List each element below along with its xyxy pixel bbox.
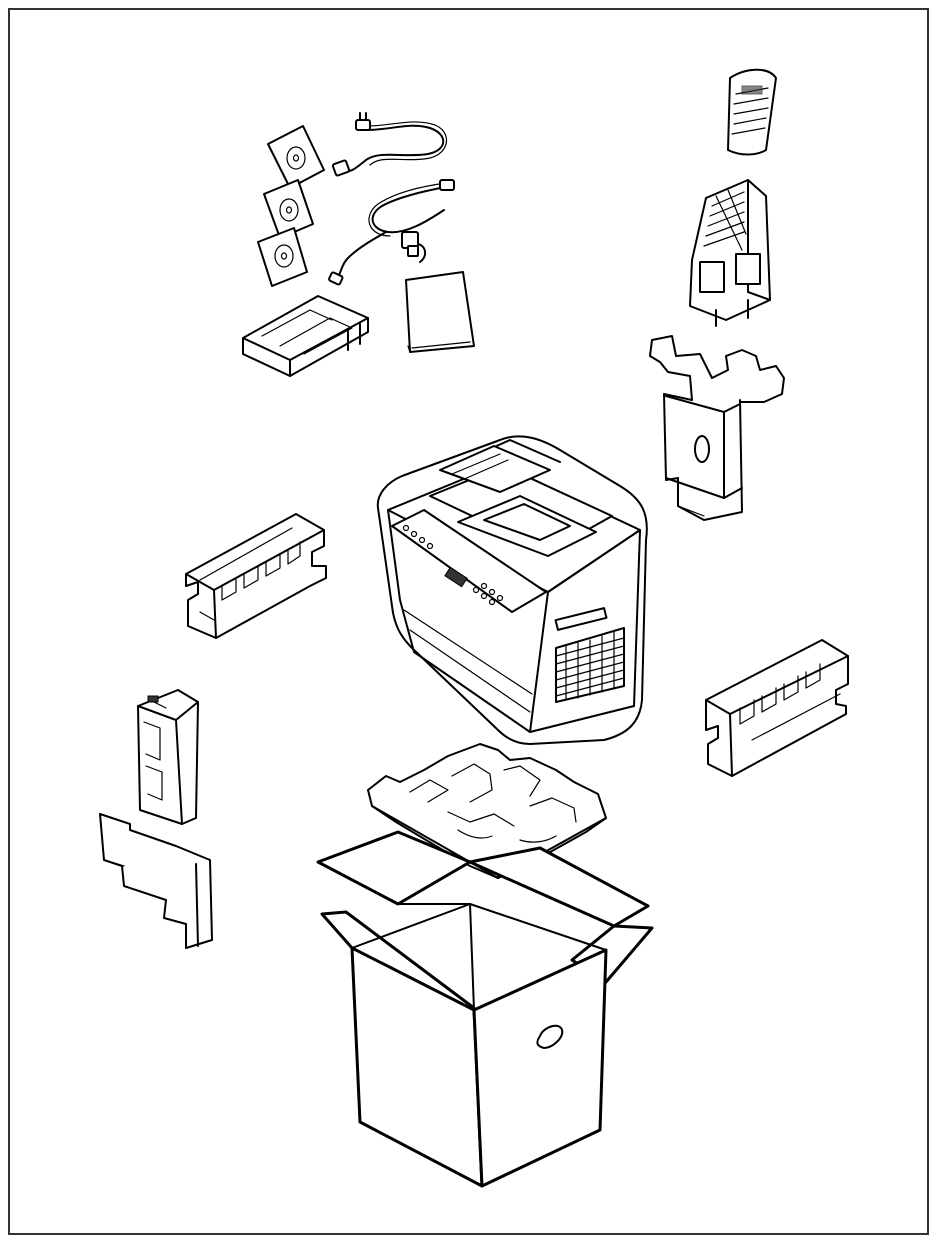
foam-end-block-left — [185, 513, 327, 639]
cd-rom-2 — [263, 179, 314, 239]
control-panel-buttons — [402, 524, 504, 606]
vent-grille — [555, 627, 625, 703]
user-manual — [405, 271, 475, 353]
telephone-cable — [328, 179, 455, 286]
foam-panel-with-hole — [649, 335, 785, 521]
figure-frame — [8, 8, 929, 1235]
cd-rom-3 — [257, 227, 308, 287]
cardboard-insert — [99, 813, 213, 949]
cd-rom-1 — [267, 125, 325, 189]
toner-cartridge — [137, 689, 199, 825]
foam-tray-small — [242, 295, 369, 377]
output-tray — [727, 68, 777, 156]
paper-feeder — [689, 179, 771, 327]
cd-roms — [257, 125, 325, 287]
shipping-box — [316, 830, 654, 1188]
power-cord — [331, 112, 447, 177]
multifunction-printer — [376, 435, 648, 745]
foam-end-block-right — [705, 639, 849, 777]
